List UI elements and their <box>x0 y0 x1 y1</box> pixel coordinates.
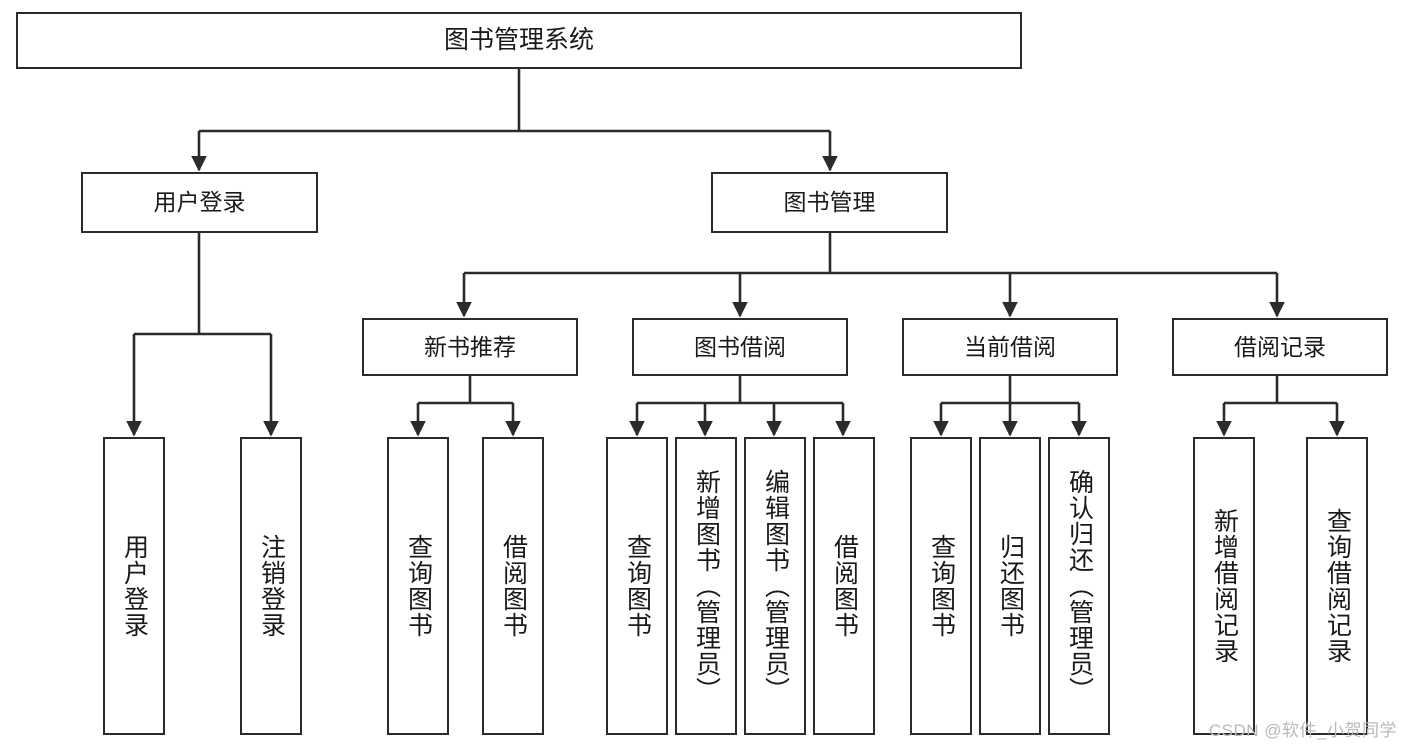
node-label: 当前借阅 <box>964 333 1056 360</box>
leaf-edit-book[interactable]: 编辑图书（管理员） <box>744 437 806 735</box>
node-user-login[interactable]: 用户登录 <box>81 172 318 233</box>
node-book-borrow[interactable]: 图书借阅 <box>632 318 848 376</box>
node-label: 新增借阅记录 <box>1210 508 1239 664</box>
leaf-borrow-book-1[interactable]: 借阅图书 <box>482 437 544 735</box>
watermark-text: CSDN @软件_小贺同学 <box>1208 721 1397 740</box>
leaf-query-book-3[interactable]: 查询图书 <box>910 437 972 735</box>
node-label: 新书推荐 <box>424 333 516 360</box>
node-new-book-recommend[interactable]: 新书推荐 <box>362 318 578 376</box>
node-label: 用户登录 <box>120 534 149 638</box>
leaf-query-book-1[interactable]: 查询图书 <box>387 437 449 735</box>
leaf-return-book[interactable]: 归还图书 <box>979 437 1041 735</box>
leaf-logout-login[interactable]: 注销登录 <box>240 437 302 735</box>
node-label: 用户登录 <box>153 189 246 215</box>
node-label: 图书管理系统 <box>443 26 594 54</box>
node-label: 查询图书 <box>623 534 652 638</box>
node-book-manage[interactable]: 图书管理 <box>711 172 948 233</box>
node-label: 图书借阅 <box>694 333 786 360</box>
node-label: 查询图书 <box>927 534 956 638</box>
leaf-confirm-return[interactable]: 确认归还（管理员） <box>1048 437 1110 735</box>
node-label: 注销登录 <box>257 534 286 638</box>
node-label: 编辑图书（管理员） <box>761 469 790 703</box>
node-label: 确认归还（管理员） <box>1065 469 1094 703</box>
node-label: 归还图书 <box>996 534 1025 638</box>
leaf-add-record[interactable]: 新增借阅记录 <box>1193 437 1255 735</box>
node-root-book-management-system[interactable]: 图书管理系统 <box>16 12 1022 69</box>
node-label: 查询图书 <box>404 534 433 638</box>
node-label: 借阅图书 <box>499 534 528 638</box>
leaf-borrow-book-2[interactable]: 借阅图书 <box>813 437 875 735</box>
leaf-add-book[interactable]: 新增图书（管理员） <box>675 437 737 735</box>
leaf-user-login[interactable]: 用户登录 <box>103 437 165 735</box>
node-label: 借阅记录 <box>1234 333 1326 360</box>
node-label: 查询借阅记录 <box>1323 508 1352 664</box>
node-label: 新增图书（管理员） <box>692 469 721 703</box>
node-borrow-record[interactable]: 借阅记录 <box>1172 318 1388 376</box>
leaf-query-record[interactable]: 查询借阅记录 <box>1306 437 1368 735</box>
node-label: 借阅图书 <box>830 534 859 638</box>
leaf-query-book-2[interactable]: 查询图书 <box>606 437 668 735</box>
node-label: 图书管理 <box>783 189 876 215</box>
node-current-borrow[interactable]: 当前借阅 <box>902 318 1118 376</box>
